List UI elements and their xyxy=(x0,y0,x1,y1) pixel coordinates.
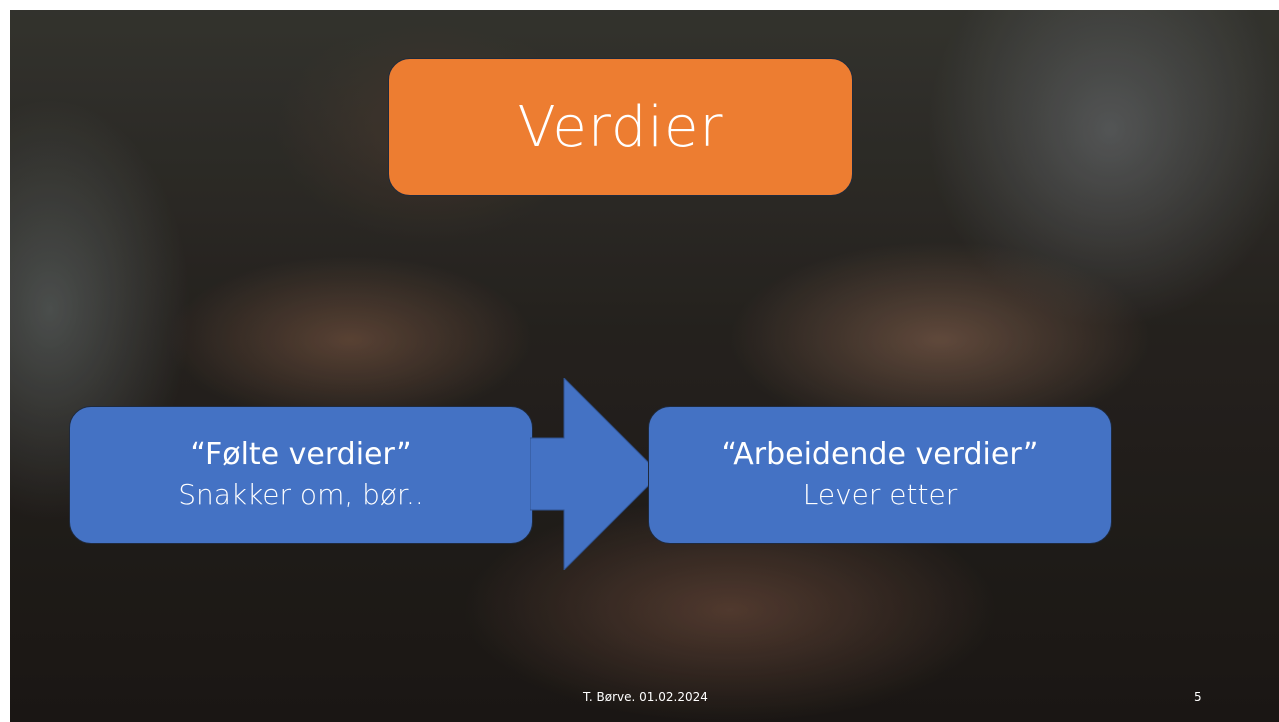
title-box: Verdier xyxy=(388,58,853,196)
slide-title: Verdier xyxy=(517,94,724,160)
right-arrow-shape xyxy=(530,378,660,570)
slide: Verdier “Følte verdier” Snakker om, bør.… xyxy=(10,10,1279,722)
working-values-subtext: Lever etter xyxy=(802,478,958,511)
felt-values-heading: “Følte verdier” xyxy=(190,437,412,472)
felt-values-box: “Følte verdier” Snakker om, bør.. xyxy=(69,406,533,544)
page-number: 5 xyxy=(1194,690,1202,704)
working-values-heading: “Arbeidende verdier” xyxy=(721,437,1039,472)
felt-values-subtext: Snakker om, bør.. xyxy=(178,478,424,511)
footer-text: T. Børve. 01.02.2024 xyxy=(583,690,708,704)
working-values-box: “Arbeidende verdier” Lever etter xyxy=(648,406,1112,544)
right-arrow-icon xyxy=(530,378,660,570)
